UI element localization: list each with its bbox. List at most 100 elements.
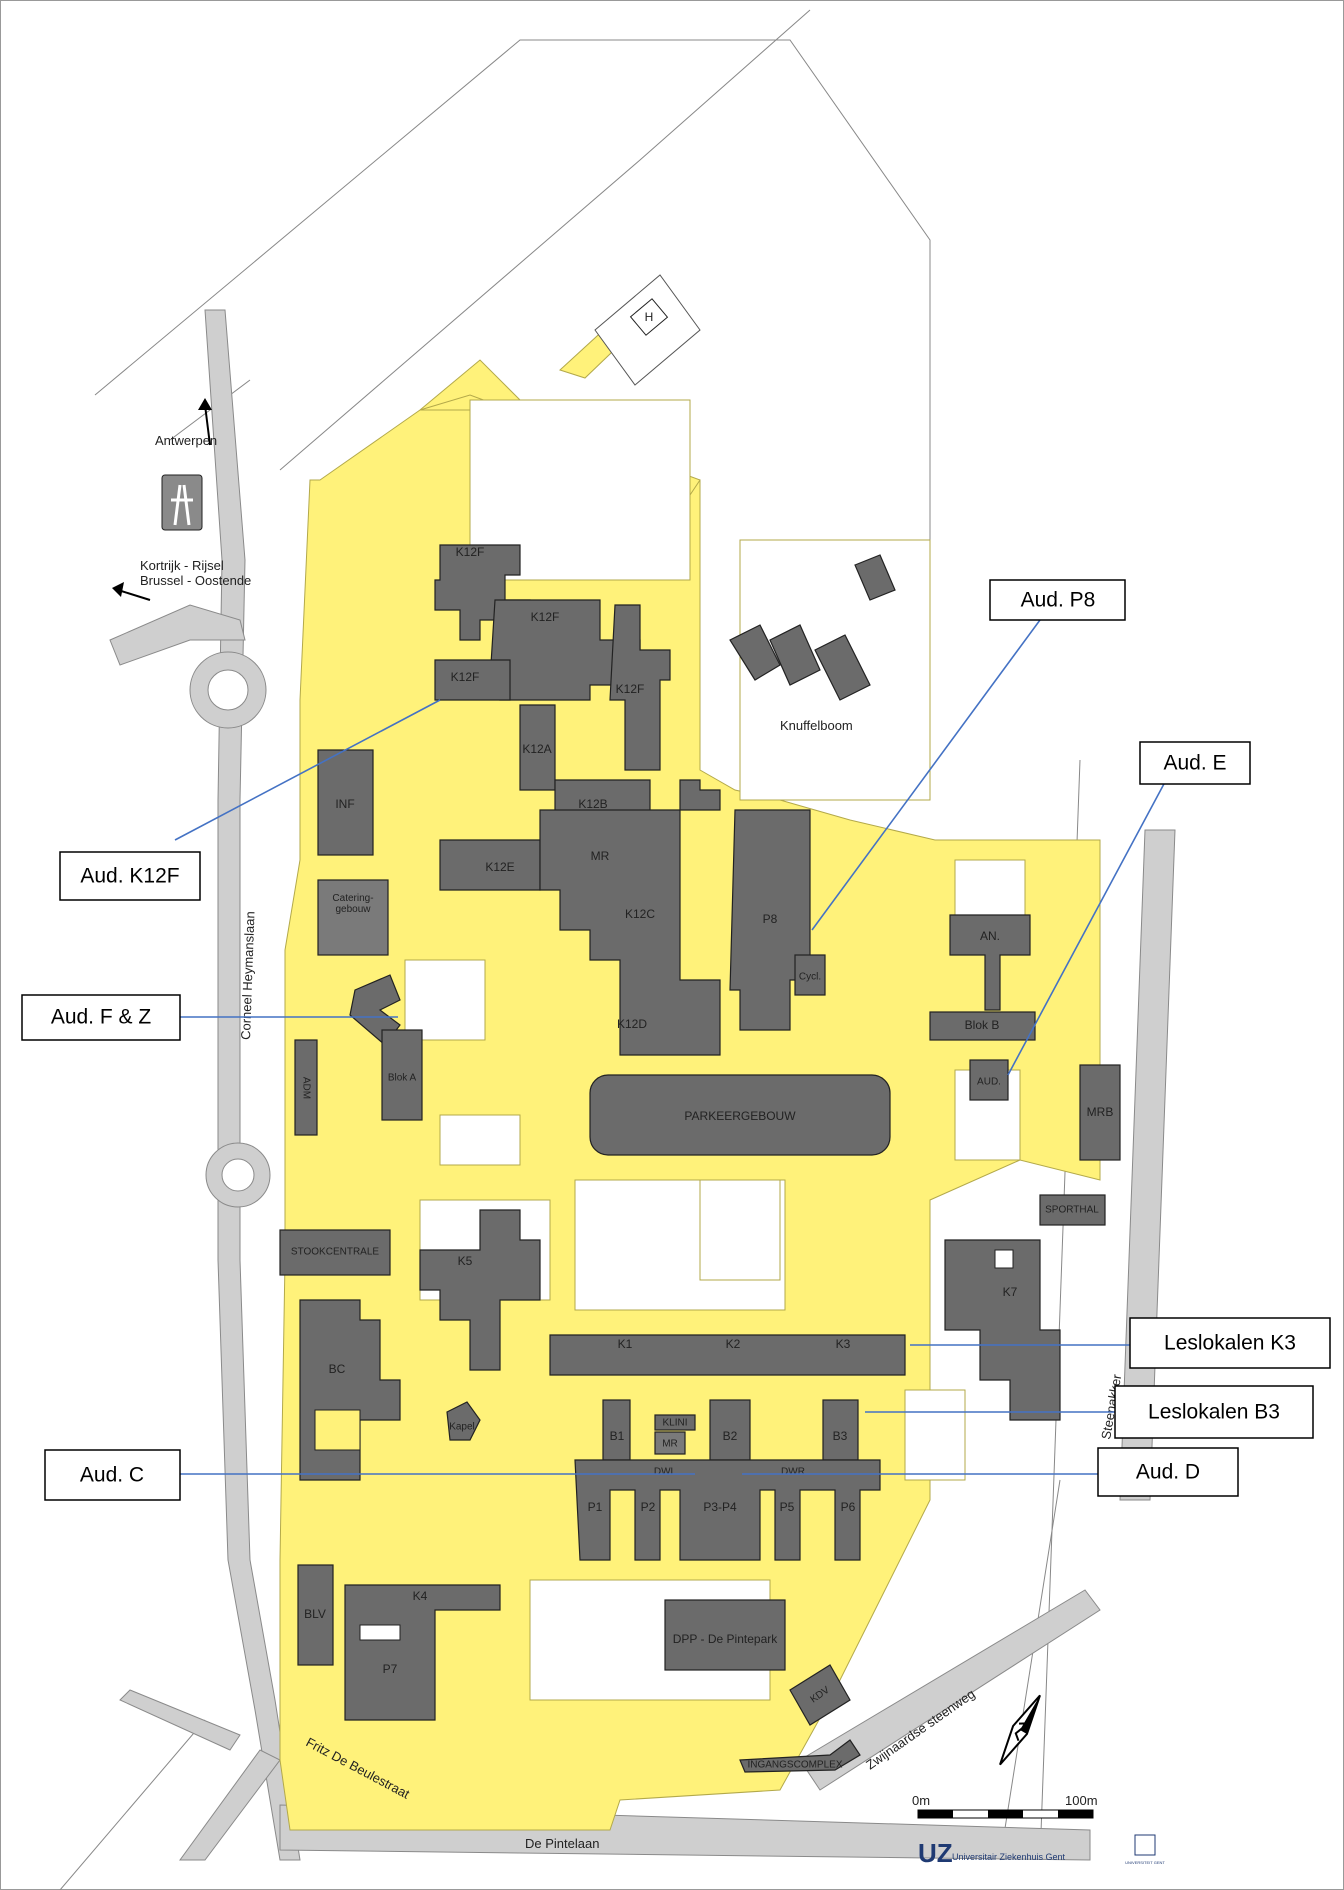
label-parkeergebouw: PARKEERGEBOUW [684, 1109, 796, 1123]
building-mr-bottom [654, 1431, 686, 1455]
label-k7: K7 [1003, 1285, 1018, 1299]
callout-aud-p8: Aud. P8 [989, 579, 1126, 621]
arrowhead-kortrijk-icon [112, 582, 124, 597]
callouts: Aud. P8 Aud. E Aud. K12F Aud. F & Z Lesl… [21, 579, 1331, 1501]
building-p8 [729, 809, 811, 1031]
label-de-pintelaan: De Pintelaan [525, 1836, 599, 1851]
label-p8: P8 [763, 912, 778, 926]
label-aud: AUD. [977, 1077, 1001, 1088]
label-k12b: K12B [578, 797, 607, 811]
building-labels: K12F K12F K12F K12F K12A K12B K12E MR K1… [291, 545, 1113, 1770]
label-bc: BC [329, 1362, 346, 1376]
label-an: AN. [980, 929, 1000, 943]
label-k12f-left: K12F [451, 670, 480, 684]
label-k12d: K12D [617, 1017, 647, 1031]
building-an [949, 914, 1031, 1011]
callout-aud-p8-label: Aud. P8 [1021, 589, 1096, 612]
uz-logo: UZ Universitair Ziekenhuis Gent UNIVERSI… [918, 1834, 1165, 1868]
building-k12f-right [609, 604, 671, 771]
label-k4: K4 [413, 1589, 428, 1603]
scale-start-label: 0m [912, 1793, 930, 1808]
building-mrb [1079, 1064, 1121, 1161]
label-k2: K2 [726, 1337, 741, 1351]
building-dpp [664, 1599, 786, 1671]
north-arrow-icon [999, 1694, 1041, 1766]
callout-aud-e-label: Aud. E [1163, 752, 1226, 775]
label-catering: Catering-gebouw [332, 893, 373, 915]
label-corneel-heymanslaan: Corneel Heymanslaan [238, 911, 257, 1040]
label-p1: P1 [588, 1500, 603, 1514]
label-p6: P6 [841, 1500, 856, 1514]
arrow-kortrijk-icon [117, 589, 151, 601]
site-boundaries [59, 9, 1081, 1890]
label-p5: P5 [780, 1500, 795, 1514]
leader-lines [174, 619, 1166, 1475]
label-klini: KLINI [662, 1418, 687, 1429]
callout-leslokalen-k3: Leslokalen K3 [1129, 1317, 1331, 1369]
label-k12f-mid: K12F [531, 610, 560, 624]
label-p2: P2 [641, 1500, 656, 1514]
uz-logo-name: Universitair Ziekenhuis Gent [952, 1852, 1066, 1862]
building-sporthal [1039, 1194, 1106, 1226]
helipad: H [594, 274, 701, 386]
scale-bar: 0m 100m [912, 1793, 1098, 1819]
label-antwerpen: Antwerpen [155, 433, 217, 448]
building-k1-k3 [549, 1334, 906, 1376]
building-adm [294, 1039, 318, 1136]
callout-leslokalen-k3-label: Leslokalen K3 [1164, 1332, 1296, 1355]
building-kdv [789, 1664, 851, 1726]
label-k3: K3 [836, 1337, 851, 1351]
building-stookcentrale [279, 1229, 391, 1276]
label-p3p4: P3-P4 [703, 1500, 737, 1514]
building-k12c [539, 779, 721, 1056]
ugent-logo-icon [1134, 1834, 1156, 1856]
label-dwr: DWR [781, 1467, 805, 1478]
scale-end-label: 100m [1065, 1793, 1098, 1808]
building-inf [317, 749, 374, 856]
label-blv: BLV [304, 1607, 326, 1621]
building-catering [317, 879, 389, 956]
arrowhead-antwerpen-icon [198, 398, 212, 410]
label-dpp: DPP - De Pintepark [673, 1632, 778, 1646]
callout-aud-fz-label: Aud. F & Z [51, 1006, 152, 1029]
building-k12f-left [434, 659, 511, 701]
label-mr-top: MR [591, 849, 610, 863]
building-klini [654, 1414, 696, 1431]
building-kapel [446, 1401, 481, 1441]
label-stookcentrale: STOOKCENTRALE [291, 1247, 379, 1258]
label-b3: B3 [833, 1429, 848, 1443]
label-k5: K5 [458, 1254, 473, 1268]
label-b2: B2 [723, 1429, 738, 1443]
label-cycl: Cycl. [799, 972, 821, 983]
label-inf: INF [335, 797, 354, 811]
callout-aud-fz: Aud. F & Z [21, 994, 181, 1041]
building-parkeergebouw [589, 1074, 891, 1156]
label-p7: P7 [383, 1662, 398, 1676]
label-b1: B1 [610, 1429, 625, 1443]
label-brussel: Brussel - Oostende [140, 573, 251, 588]
label-k12a: K12A [522, 742, 551, 756]
callout-aud-c: Aud. C [44, 1449, 181, 1501]
label-k12f-right: K12F [616, 682, 645, 696]
label-k12c: K12C [625, 907, 655, 921]
building-b2 [709, 1399, 751, 1461]
ugent-logo-text: UNIVERSITEIT GENT [1125, 1860, 1165, 1865]
knuffelboom-houses [729, 554, 896, 701]
arrow-antwerpen-icon [204, 404, 211, 446]
label-k1: K1 [618, 1337, 633, 1351]
building-blok-a [381, 1029, 423, 1121]
label-kortrijk: Kortrijk - Rijsel [140, 558, 224, 573]
building-k4-p7 [344, 1584, 501, 1721]
label-adm: ADM [300, 1077, 311, 1099]
callout-leslokalen-b3: Leslokalen B3 [1114, 1385, 1314, 1439]
highway-sign-icon [161, 474, 203, 531]
label-ingangscomplex: INGANGSCOMPLEX [747, 1760, 842, 1771]
label-k12f-top: K12F [456, 545, 485, 559]
callout-leslokalen-b3-label: Leslokalen B3 [1148, 1401, 1280, 1424]
label-k12e: K12E [485, 860, 514, 874]
label-sporthal: SPORTHAL [1045, 1205, 1099, 1216]
building-blv [297, 1564, 334, 1666]
building-p-block [574, 1459, 881, 1561]
callout-aud-d: Aud. D [1097, 1447, 1239, 1497]
